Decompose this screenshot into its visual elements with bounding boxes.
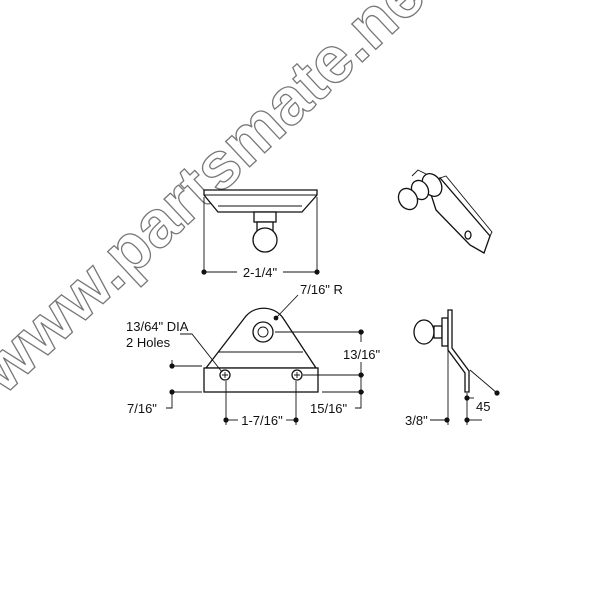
dim-hole-height: 13/16": [343, 347, 381, 362]
top-view: 2-1/4": [201, 189, 320, 280]
dim-top-width: 2-1/4": [243, 265, 278, 280]
side-view: 3/8" 45: [405, 309, 500, 428]
dim-hole-spacing: 1-7/16": [241, 413, 283, 428]
dim-left-offset: 7/16": [127, 401, 157, 416]
dim-right-offset: 15/16": [310, 401, 348, 416]
dim-side-angle: 45: [476, 399, 490, 414]
dim-hole-count: 2 Holes: [126, 335, 171, 350]
isometric-view: [397, 169, 493, 254]
front-view: 7/16" R 13/64" DIA 2 Holes 7/16" 13/16" …: [126, 282, 381, 428]
dim-hole-dia: 13/64" DIA: [126, 319, 189, 334]
dim-side-thickness: 3/8": [405, 413, 428, 428]
dim-radius: 7/16" R: [300, 282, 343, 297]
